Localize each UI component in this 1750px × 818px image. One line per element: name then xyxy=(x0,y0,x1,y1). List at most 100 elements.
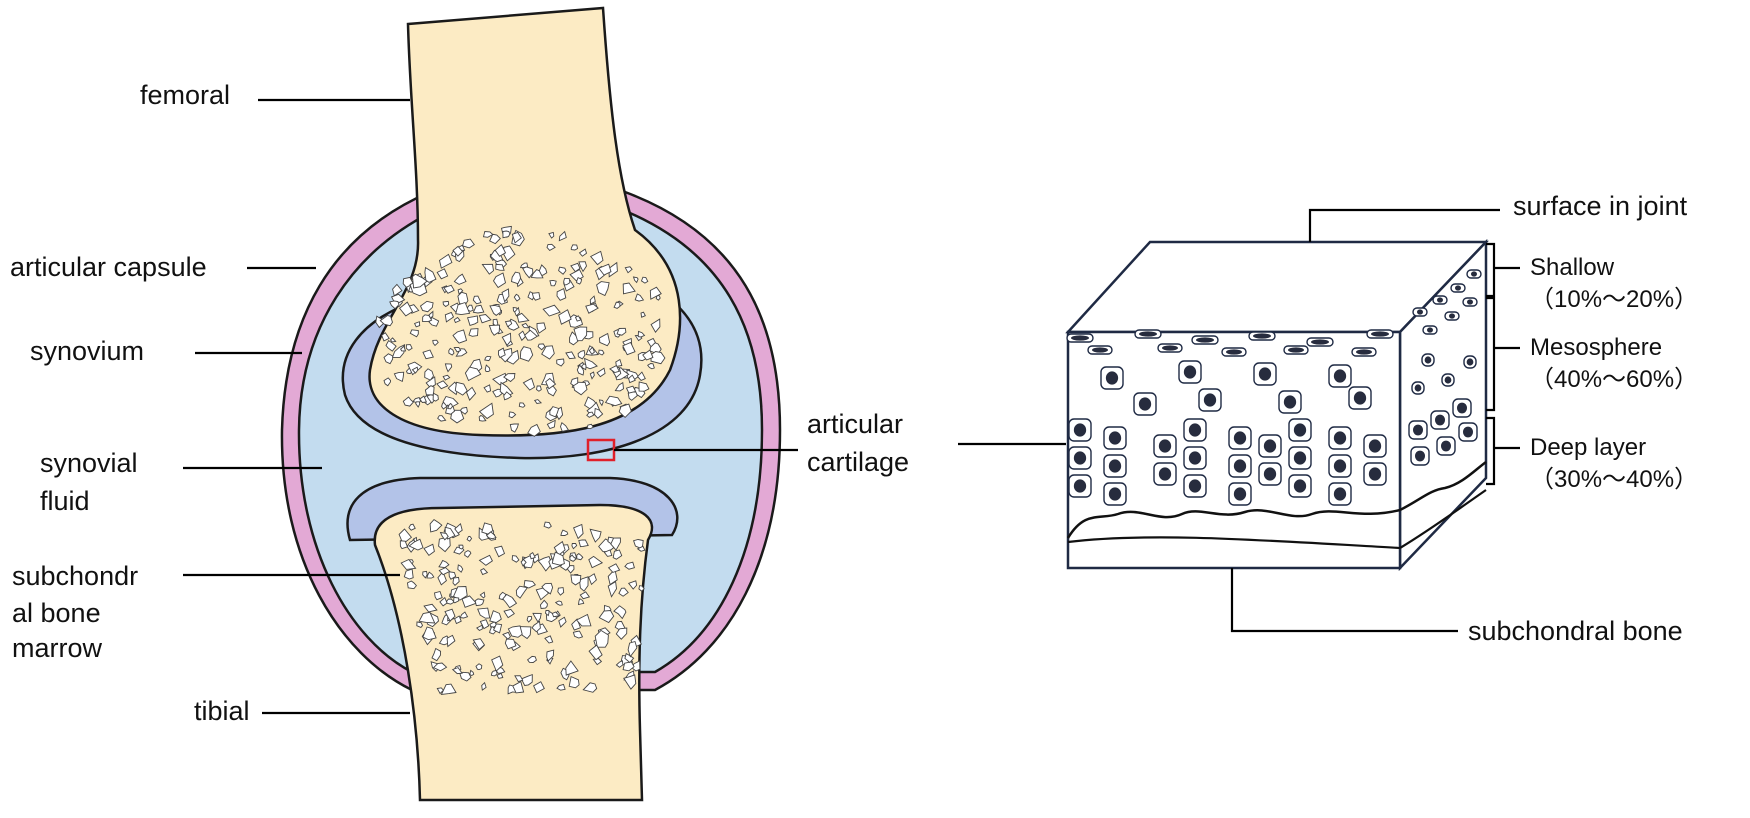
bone-fragment xyxy=(539,599,548,609)
label-deep-pct: （30%～40%） xyxy=(1530,466,1698,493)
bone-fragment xyxy=(533,399,543,404)
bone-fragment xyxy=(531,292,541,301)
bone-fragment xyxy=(573,326,588,342)
bone-fragment xyxy=(560,421,570,432)
label-mesosphere-pct: （40%～60%） xyxy=(1530,366,1698,393)
bone-fragment xyxy=(508,411,517,419)
bone-fragment xyxy=(393,371,405,383)
bone-fragment xyxy=(442,300,450,308)
round-chondrocyte xyxy=(1278,390,1302,414)
round-chondrocyte xyxy=(1421,353,1435,367)
leader-surface xyxy=(1308,208,1500,242)
bone-fragment xyxy=(407,580,417,590)
bone-fragment xyxy=(423,603,438,613)
bone-fragment xyxy=(615,627,628,640)
bone-fragment xyxy=(472,304,485,314)
bone-fragment xyxy=(416,621,424,628)
bone-fragment xyxy=(560,529,569,536)
bone-fragment xyxy=(598,349,605,356)
bone-fragment xyxy=(578,248,588,257)
bone-fragment xyxy=(413,321,421,328)
round-chondrocyte xyxy=(1068,446,1092,470)
bone-fragment xyxy=(584,357,598,370)
flat-chondrocyte xyxy=(1221,347,1247,357)
bone-fragment xyxy=(436,380,449,390)
bone-fragment xyxy=(478,314,492,324)
femur-bone xyxy=(368,6,682,437)
bone-fragment xyxy=(503,391,512,401)
bone-fragment xyxy=(537,343,546,351)
bone-fragment xyxy=(454,522,463,534)
bone-fragment xyxy=(392,283,403,297)
bone-fragment xyxy=(514,306,520,317)
bone-fragment xyxy=(582,682,598,693)
bone-fragment xyxy=(570,262,581,273)
bone-fragment xyxy=(465,386,477,401)
bone-fragment xyxy=(466,535,473,542)
round-chondrocyte xyxy=(1100,366,1124,390)
bone-fragment xyxy=(464,550,472,558)
label-synovium: synovium xyxy=(30,336,144,366)
bone-fragment xyxy=(422,349,434,360)
round-chondrocyte xyxy=(1348,386,1372,410)
bone-fragment xyxy=(610,537,621,551)
bone-fragment xyxy=(607,580,617,598)
bone-fragment xyxy=(383,353,394,365)
bone-fragment xyxy=(422,570,428,579)
bone-fragment xyxy=(592,658,603,666)
bone-fragment xyxy=(586,411,595,418)
label-subchondral-marrow-3: marrow xyxy=(12,633,103,663)
bone-fragment xyxy=(576,364,585,376)
bone-fragment xyxy=(479,619,490,630)
round-chondrocyte xyxy=(1183,418,1207,442)
label-shallow-pct: （10%～20%） xyxy=(1530,286,1698,313)
bone-fragment xyxy=(618,587,629,597)
tide-line xyxy=(1066,508,1401,539)
cartilage-labels: surface in joint Shallow （10%～20%） Mesos… xyxy=(1230,191,1698,646)
bone-fragment xyxy=(432,339,439,347)
bone-fragment xyxy=(415,401,421,408)
bone-fragment xyxy=(613,605,627,620)
bone-fragment xyxy=(489,610,502,624)
round-chondrocyte xyxy=(1463,355,1477,369)
bone-fragment xyxy=(636,371,646,381)
round-chondrocyte xyxy=(1068,418,1092,442)
round-chondrocyte xyxy=(1452,398,1472,418)
bone-fragment xyxy=(632,276,639,284)
bone-fragment xyxy=(475,663,483,671)
round-chondrocyte xyxy=(1228,482,1252,506)
label-shallow: Shallow xyxy=(1530,254,1615,281)
bone-fragment xyxy=(461,595,478,608)
flat-chondrocyte xyxy=(1191,335,1219,345)
bone-fragment xyxy=(549,279,557,287)
bone-fragment xyxy=(476,624,483,631)
bone-fragment xyxy=(433,590,443,601)
bone-fragment xyxy=(418,611,436,624)
round-chondrocyte xyxy=(1288,418,1312,442)
bone-fragment xyxy=(432,662,448,672)
bone-fragment xyxy=(399,540,409,550)
bone-fragment xyxy=(495,263,505,271)
label-surface: surface in joint xyxy=(1513,191,1688,221)
knee-joint xyxy=(280,6,782,802)
bone-fragment xyxy=(455,348,468,357)
bone-fragment xyxy=(589,295,596,305)
bone-fragment xyxy=(622,282,636,295)
bone-fragment xyxy=(488,324,501,336)
bone-fragment xyxy=(650,318,661,333)
round-chondrocyte xyxy=(1430,410,1450,430)
bone-fragment xyxy=(383,377,391,387)
bone-fragment xyxy=(594,407,604,419)
bone-fragment xyxy=(422,314,433,323)
bone-fragment xyxy=(614,381,624,392)
bone-fragment xyxy=(438,253,453,269)
bone-fragment xyxy=(411,366,419,374)
bone-fragment xyxy=(613,301,621,309)
bone-fragment xyxy=(501,332,512,347)
bone-fragment xyxy=(446,634,456,648)
bone-fragment xyxy=(402,396,415,407)
bone-fragment xyxy=(477,607,491,619)
bone-fragment xyxy=(655,294,661,301)
bone-fragment xyxy=(442,374,451,381)
flat-chondrocyte xyxy=(1412,307,1428,317)
